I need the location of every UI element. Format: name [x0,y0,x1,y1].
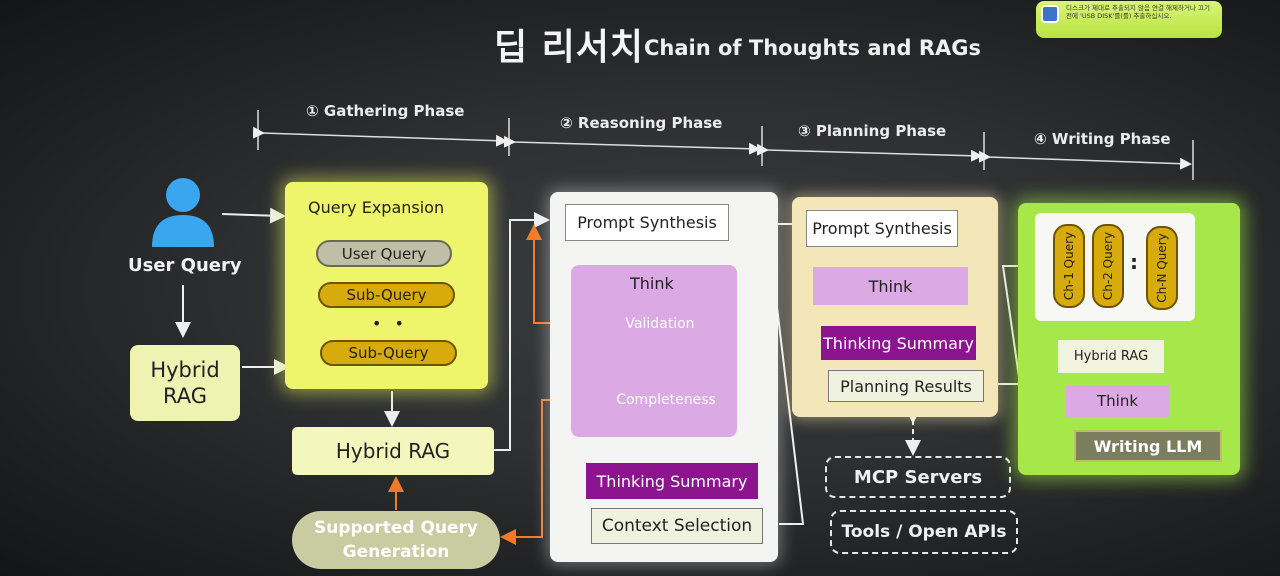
disk-eject-notification[interactable]: 디스크가 제대로 추출되지 않음 연결 해제하거나 끄기 전에 'USB DIS… [1036,1,1222,38]
completeness-label: Completeness [616,392,716,408]
chapter-ellipsis: : [1130,250,1138,274]
writing-think-box: Think [1066,385,1169,417]
title-korean: 딥 리서치 [494,27,645,68]
reasoning-think-panel [571,265,737,437]
phase-label-gathering: ① Gathering Phase [306,102,465,120]
reasoning-to-planning-connector [765,216,808,525]
reasoning-prompt-synthesis: Prompt Synthesis [565,204,729,241]
tools-open-apis-box: Tools / Open APIs [830,510,1018,554]
mcp-servers-box: MCP Servers [825,456,1011,498]
validation-label: Validation [625,316,695,332]
hybrid-rag-left-box: Hybrid RAG [130,345,240,421]
planning-results-box: Planning Results [828,370,984,402]
sub-query-pill-2: Sub-Query [320,340,457,366]
planning-think-box: Think [813,267,968,305]
phase-label-writing: ④ Writing Phase [1034,130,1171,148]
chapter-query-pill-2: Ch-2 Query [1092,224,1124,308]
context-selection-box: Context Selection [591,508,763,544]
phase-label-planning: ③ Planning Phase [798,122,947,140]
writing-hybrid-rag: Hybrid RAG [1058,340,1164,373]
chapter-query-pill-1: Ch-1 Query [1053,224,1085,308]
supported-query-generation-box: Supported Query Generation [292,511,500,569]
writing-llm-box: Writing LLM [1074,430,1222,462]
user-query-pill: User Query [316,240,452,267]
user-icon [152,178,214,247]
planning-prompt-synthesis: Prompt Synthesis [806,210,958,247]
phase-span-lines [252,110,1194,180]
chapter-query-pill-n: Ch-N Query [1146,226,1178,310]
hybrid-rag-mid-box: Hybrid RAG [292,427,494,475]
sub-query-pill: Sub-Query [318,282,455,308]
title-english: Chain of Thoughts and RAGs [644,36,981,60]
reasoning-think-label: Think [630,274,674,293]
notification-text: 디스크가 제대로 추출되지 않음 연결 해제하거나 끄기 전에 'USB DIS… [1066,4,1210,20]
ellipsis-dots: • • [372,313,408,333]
phase-label-reasoning: ② Reasoning Phase [560,114,723,132]
reasoning-thinking-summary: Thinking Summary [586,463,758,499]
user-query-label: User Query [128,255,242,276]
query-expansion-title: Query Expansion [308,198,445,217]
usb-disk-icon [1041,5,1059,23]
planning-thinking-summary: Thinking Summary [821,326,976,360]
gathering-arrows [175,207,550,451]
